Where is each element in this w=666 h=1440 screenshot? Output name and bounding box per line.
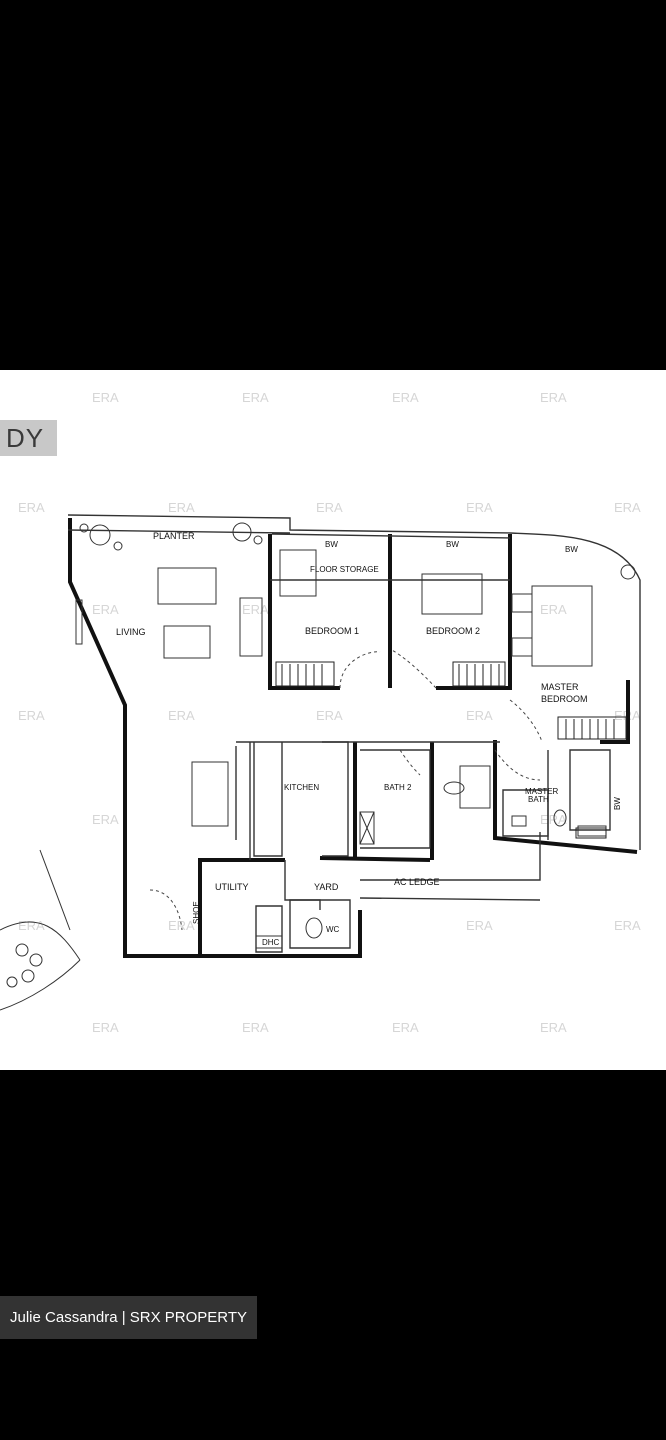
- svg-text:ERA: ERA: [18, 500, 45, 515]
- label-master-bath-1: MASTER: [525, 787, 559, 796]
- svg-text:ERA: ERA: [466, 708, 493, 723]
- floor-plan-image[interactable]: DY ERA ERA ERA ERA ERA ERA ERA ERA ERA E…: [0, 370, 666, 1070]
- label-bedroom-2: BEDROOM 2: [426, 626, 480, 636]
- site-plan-fragment: [0, 849, 81, 1011]
- label-living: LIVING: [116, 627, 146, 637]
- label-ac-ledge: AC LEDGE: [394, 877, 440, 887]
- floor-plan-drawing: ERA ERA ERA ERA ERA ERA ERA ERA ERA ERA …: [0, 390, 641, 1035]
- svg-text:ERA: ERA: [466, 500, 493, 515]
- svg-text:ERA: ERA: [316, 500, 343, 515]
- label-master-bedroom-1: MASTER: [541, 682, 579, 692]
- svg-text:ERA: ERA: [540, 1020, 567, 1035]
- label-bw-1: BW: [325, 540, 338, 549]
- svg-text:ERA: ERA: [316, 708, 343, 723]
- wardrobes: [275, 661, 627, 740]
- door-swings: [149, 649, 543, 931]
- svg-text:ERA: ERA: [392, 1020, 419, 1035]
- svg-text:ERA: ERA: [242, 390, 269, 405]
- svg-text:ERA: ERA: [614, 500, 641, 515]
- svg-text:ERA: ERA: [614, 918, 641, 933]
- label-utility: UTILITY: [215, 882, 249, 892]
- svg-text:ERA: ERA: [242, 602, 269, 617]
- svg-text:ERA: ERA: [540, 602, 567, 617]
- svg-text:ERA: ERA: [92, 1020, 119, 1035]
- label-bedroom-1: BEDROOM 1: [305, 626, 359, 636]
- svg-text:ERA: ERA: [18, 708, 45, 723]
- svg-text:ERA: ERA: [466, 918, 493, 933]
- svg-text:ERA: ERA: [92, 602, 119, 617]
- svg-text:ERA: ERA: [242, 1020, 269, 1035]
- svg-text:ERA: ERA: [168, 500, 195, 515]
- label-wc: WC: [326, 925, 340, 934]
- planter-plants: [79, 522, 263, 551]
- label-bw-2: BW: [446, 540, 459, 549]
- svg-text:ERA: ERA: [18, 918, 45, 933]
- photo-credit-badge: Julie Cassandra | SRX PROPERTY: [0, 1296, 258, 1339]
- inner-walls: [67, 514, 641, 953]
- label-yard: YARD: [314, 882, 339, 892]
- label-dhc: DHC: [262, 938, 280, 947]
- dhc-box-master: [575, 827, 607, 839]
- svg-text:ERA: ERA: [540, 812, 567, 827]
- outer-walls: [68, 518, 638, 958]
- label-planter: PLANTER: [153, 531, 195, 541]
- watermark-grid: ERA ERA ERA ERA ERA ERA ERA ERA ERA ERA …: [18, 390, 641, 1035]
- label-master-bath-2: BATH: [528, 795, 549, 804]
- floor-plan-title-fragment: DY: [0, 420, 57, 456]
- svg-text:ERA: ERA: [92, 812, 119, 827]
- svg-text:ERA: ERA: [392, 390, 419, 405]
- svg-text:ERA: ERA: [540, 390, 567, 405]
- label-kitchen: KITCHEN: [284, 783, 319, 792]
- label-shoe: SHOE: [192, 901, 201, 924]
- label-master-bedroom-2: BEDROOM: [541, 694, 588, 704]
- label-floor-storage: FLOOR STORAGE: [310, 565, 379, 574]
- svg-text:ERA: ERA: [168, 708, 195, 723]
- label-bw-4: BW: [613, 797, 622, 810]
- label-bath-2: BATH 2: [384, 783, 412, 792]
- svg-text:ERA: ERA: [168, 918, 195, 933]
- svg-text:ERA: ERA: [92, 390, 119, 405]
- room-labels: PLANTER LIVING FLOOR STORAGE BEDROOM 1 B…: [116, 531, 622, 947]
- label-bw-3: BW: [565, 545, 578, 554]
